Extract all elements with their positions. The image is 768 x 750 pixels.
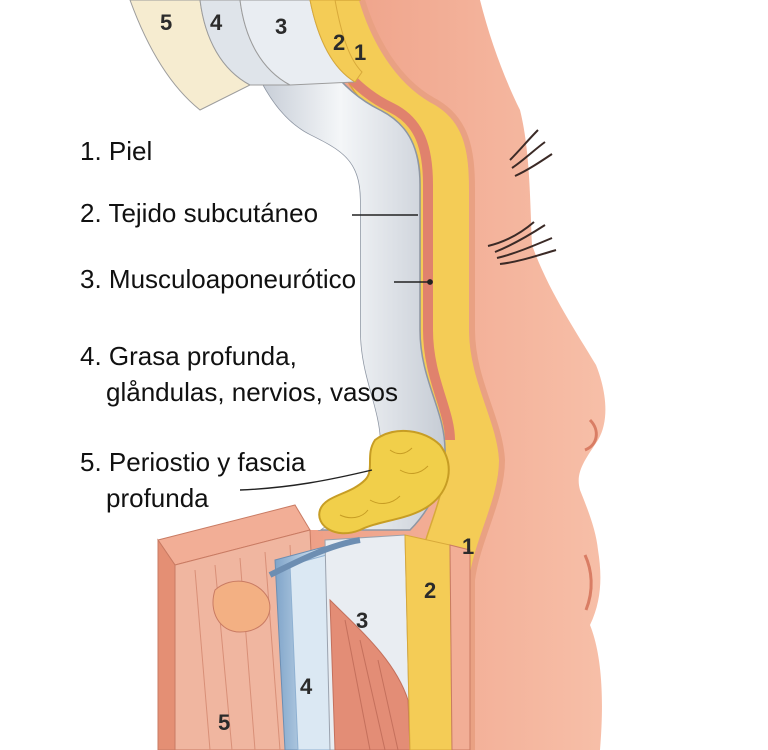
top-layers: 5 4 3 2 1 [129,0,366,111]
legend-item-4: 4. Grasa profunda, glåndulas, nervios, v… [80,338,398,410]
legend-line: glåndulas, nervios, vasos [106,377,398,407]
bottom-layer-number: 4 [300,674,313,699]
legend-item-1: 1. Piel [80,136,152,166]
legend-line: profunda [106,483,209,513]
top-layer-number: 5 [160,10,172,35]
top-layer-number: 1 [354,40,366,65]
gland-lobules [339,447,429,519]
nose-shade [584,418,598,452]
leader-lines [239,214,433,491]
legend-item-2: 2. Tejido subcutáneo [80,198,318,228]
top-layer-number: 3 [275,14,287,39]
eye-lashes [487,129,557,265]
legend-item-3: 3. Musculoaponeurótico [80,264,356,294]
neck-skin-number: 1 [462,534,474,559]
skin-edge [359,0,506,750]
legend-line: 5. Periostio y fascia [80,447,306,477]
cut-interior [0,0,381,530]
gland [318,429,450,535]
lip-shade [583,554,593,611]
bottom-layer-number: 3 [356,608,368,633]
bottom-layer-number: 5 [218,710,230,735]
top-layer-number: 2 [333,30,345,55]
bottom-layer-number: 2 [424,578,436,603]
lower-block: 2 3 4 5 [157,504,471,750]
top-layer-number: 4 [210,10,223,35]
legend-line: 1. Piel [80,136,153,166]
legend-line: 4. Grasa profunda, [80,341,297,371]
legend-line: 2. Tejido subcutáneo [80,198,319,228]
legend-line: 3. Musculoaponeurótico [80,264,357,294]
legend-item-5: 5. Periostio y fascia profunda [80,444,305,516]
